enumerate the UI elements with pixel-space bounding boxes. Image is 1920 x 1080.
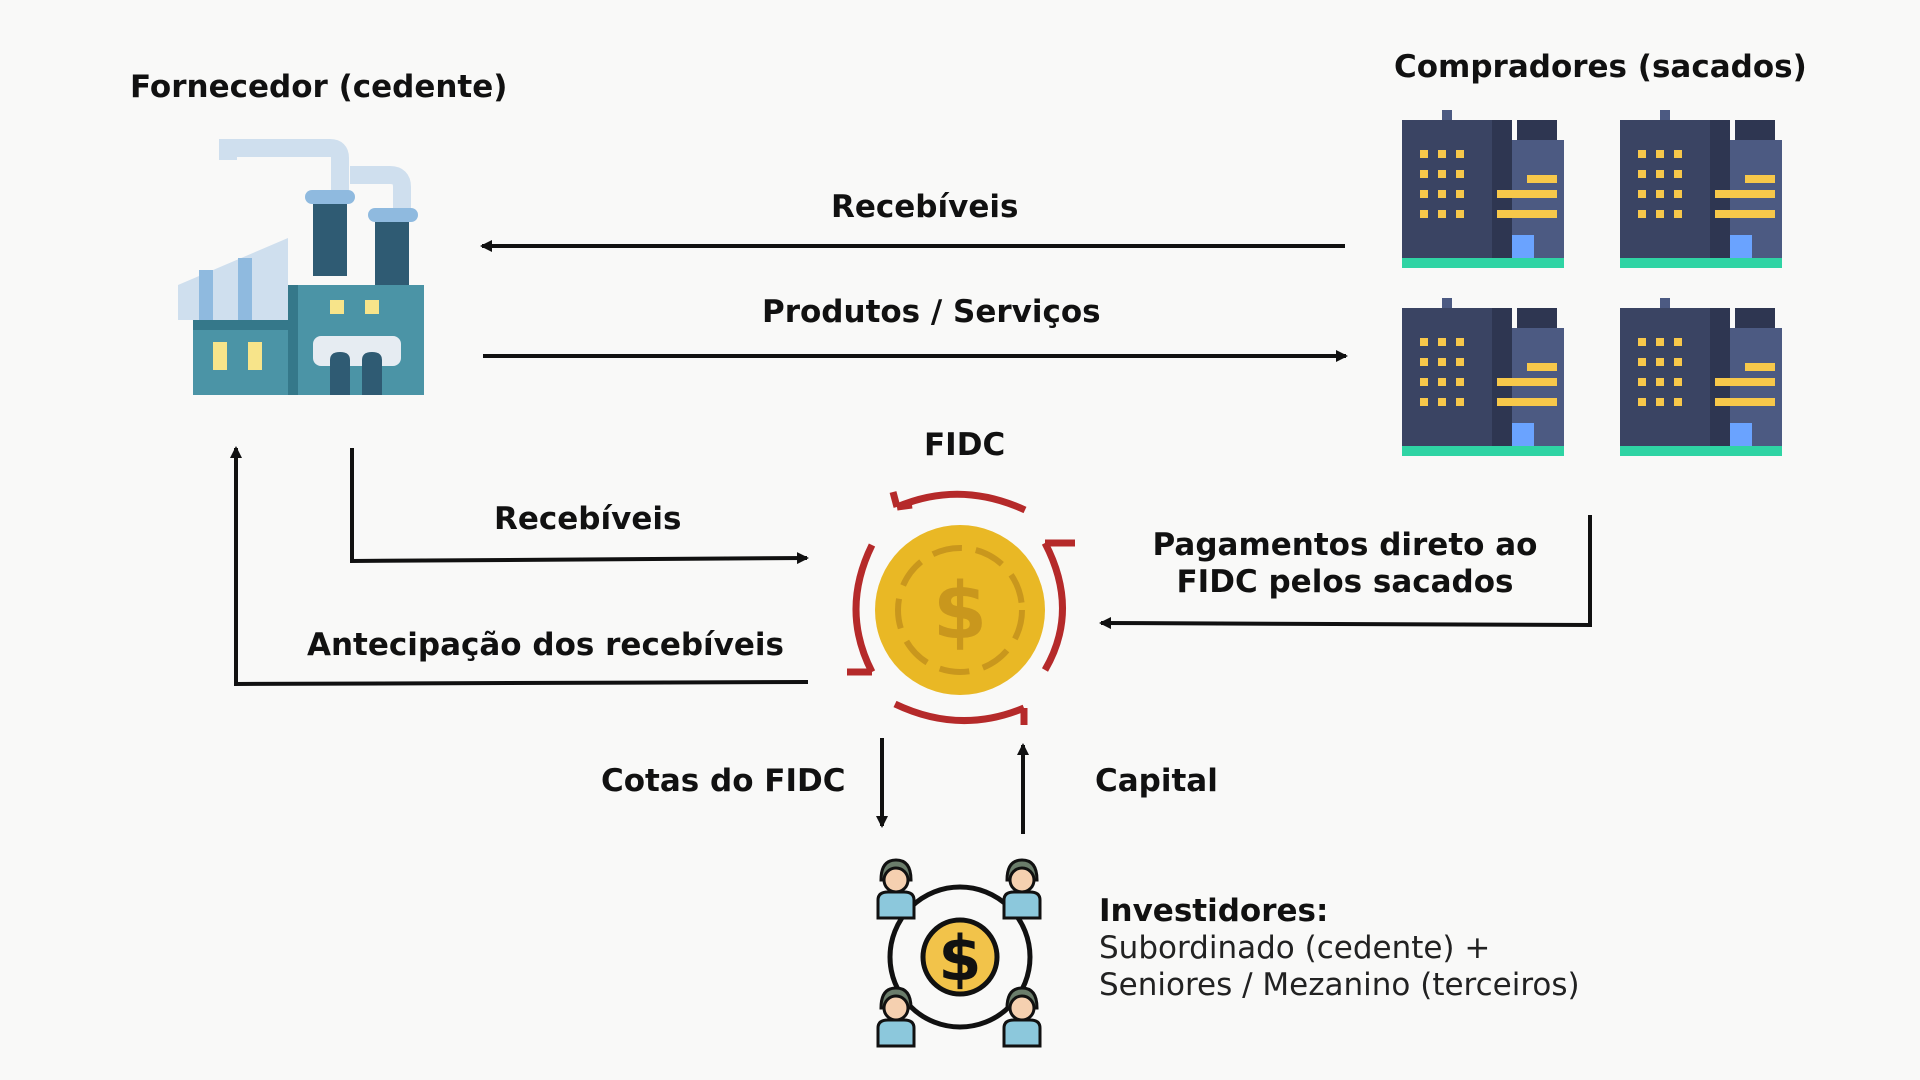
label-receivables-top: Recebíveis <box>831 189 1019 225</box>
office-building-icon <box>1402 298 1564 456</box>
investors-title: Investidores: <box>1099 893 1329 929</box>
buyers-title: Compradores (sacados) <box>1394 49 1807 85</box>
person-icon <box>876 986 916 1048</box>
fidc-title: FIDC <box>924 427 1006 463</box>
investors-block: Investidores: Subordinado (cedente) + Se… <box>1099 893 1580 1005</box>
arrow-receivables-to-fidc <box>350 448 809 565</box>
coin-cycle-icon: $ <box>847 490 1075 725</box>
supplier-title: Fornecedor (cedente) <box>130 69 508 105</box>
person-icon <box>1002 986 1042 1048</box>
label-payments-line-1: Pagamentos direto ao <box>1152 527 1538 563</box>
arrow-payments-to-fidc <box>1099 515 1592 630</box>
investors-line-2: Seniores / Mezanino (terceiros) <box>1099 967 1580 1004</box>
label-payments-line-2: FIDC pelos sacados <box>1176 564 1514 601</box>
office-building-icon <box>1620 298 1782 456</box>
investors-icon: $ <box>876 858 1042 1048</box>
svg-text:$: $ <box>938 922 981 995</box>
label-products-services: Produtos / Serviços <box>762 294 1101 330</box>
arrow-advance-to-supplier <box>230 446 809 687</box>
buildings-group <box>1402 110 1782 456</box>
label-advance: Antecipação dos recebíveis <box>307 627 784 663</box>
investors-line-1: Subordinado (cedente) + <box>1099 930 1491 967</box>
factory-icon <box>178 139 424 395</box>
office-building-icon <box>1620 110 1782 268</box>
label-shares: Cotas do FIDC <box>601 763 846 799</box>
label-receivables-to-fidc: Recebíveis <box>494 501 682 537</box>
label-payments: Pagamentos direto ao FIDC pelos sacados <box>1150 527 1540 601</box>
person-icon <box>1002 858 1042 920</box>
office-building-icon <box>1402 110 1564 268</box>
svg-text:$: $ <box>933 567 987 657</box>
label-capital: Capital <box>1095 763 1218 799</box>
person-icon <box>876 858 916 920</box>
